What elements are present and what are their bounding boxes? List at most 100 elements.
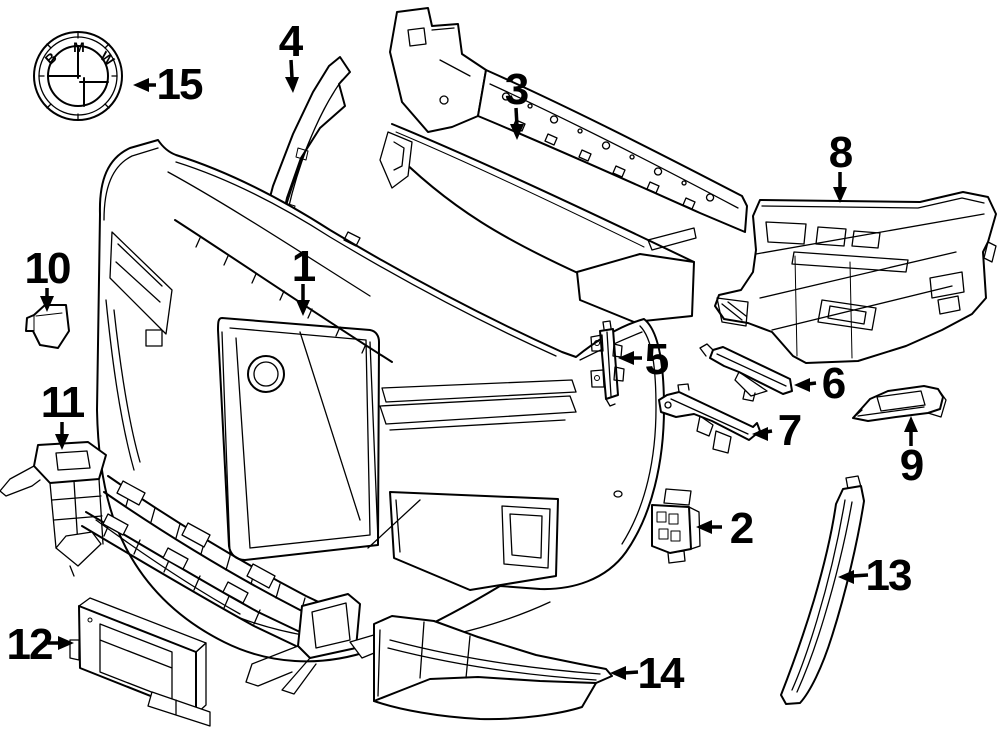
part-1-bumper-cover <box>95 139 665 663</box>
part-8-outline <box>714 191 997 364</box>
callout-7-number[interactable]: 7 <box>778 406 803 455</box>
callout-8-number[interactable]: 8 <box>829 128 855 177</box>
part-5-hole-top <box>594 340 600 346</box>
part-3-left-tab <box>389 7 487 133</box>
callout-2-number[interactable]: 2 <box>730 504 755 553</box>
callout-3-arrow <box>514 107 519 127</box>
part-12-left-tab <box>69 639 80 661</box>
part-8-struts <box>794 255 853 359</box>
callout-6-number[interactable]: 6 <box>822 359 847 408</box>
callout-4[interactable]: 4 <box>279 17 306 93</box>
callout-11-number[interactable]: 11 <box>41 378 87 427</box>
part-1-left-face <box>105 231 173 471</box>
part-13-channel-lines <box>791 499 853 693</box>
part-3-lower-rail-inner <box>395 131 645 248</box>
part-12-hole <box>87 617 93 623</box>
part-2-bottom-tab <box>667 550 686 564</box>
part-2-top-tab <box>663 488 692 506</box>
emblem-outer-ring <box>33 31 123 121</box>
callout-6[interactable]: 6 <box>794 359 847 408</box>
part-5-details <box>590 320 625 407</box>
callout-5-number[interactable]: 5 <box>645 335 671 384</box>
callout-13-arrowhead <box>838 570 854 584</box>
part-1-sensor-ring-inner <box>253 361 279 387</box>
callout-3-arrowhead <box>510 124 524 140</box>
part-13-trim-strip <box>780 475 865 705</box>
emblem-letter-m: M <box>73 39 85 55</box>
part-2-side-face <box>688 506 701 550</box>
callout-8[interactable]: 8 <box>829 128 855 203</box>
part-11-side-bracket <box>0 441 107 577</box>
callout-12-number[interactable]: 12 <box>7 620 54 669</box>
callout-5[interactable]: 5 <box>618 335 671 384</box>
part-2-mounting-bracket <box>651 488 701 564</box>
part-1-wing-hole <box>613 490 623 498</box>
part-10-tow-cover <box>25 304 70 349</box>
part-2-slots <box>656 511 681 542</box>
part-1-inner-edge <box>174 219 393 363</box>
part-9-details <box>852 388 947 419</box>
part-8-bumper-carrier <box>714 191 997 364</box>
callout-11[interactable]: 11 <box>41 378 87 450</box>
callout-13[interactable]: 13 <box>838 551 913 600</box>
part-14-lower-spoiler <box>373 615 613 721</box>
callout-12-arrowhead <box>58 636 74 650</box>
callout-3[interactable]: 3 <box>505 65 530 140</box>
callout-4-number[interactable]: 4 <box>279 17 306 66</box>
callout-1[interactable]: 1 <box>292 242 318 316</box>
part-3-band-inner-line <box>489 83 739 209</box>
emblem-ring-notches <box>38 32 118 120</box>
callout-13-number[interactable]: 13 <box>866 551 913 600</box>
callout-15-number[interactable]: 15 <box>157 60 205 109</box>
part-8-windows <box>765 221 881 249</box>
callout-15-arrowhead <box>133 78 149 92</box>
callout-10[interactable]: 10 <box>25 244 72 312</box>
part-3-band-holes <box>501 92 715 210</box>
part-3-lower-rail <box>387 123 695 275</box>
part-1-kidney-inner <box>221 327 379 556</box>
part-12-side-face <box>195 642 207 715</box>
part-6-details <box>699 343 787 402</box>
callout-14[interactable]: 14 <box>610 649 687 698</box>
callout-10-arrowhead <box>40 296 54 312</box>
part-7-details <box>670 383 749 454</box>
callout-2-arrowhead <box>696 520 712 534</box>
part-15-bmw-emblem: B M W <box>33 31 123 121</box>
part-11-body <box>49 478 104 549</box>
part-1-lower-window <box>389 491 559 591</box>
part-7-hole <box>664 401 672 409</box>
callout-10-number[interactable]: 10 <box>25 244 72 293</box>
callout-15[interactable]: 15 <box>133 60 205 109</box>
impact-bracket-hoop <box>297 593 361 659</box>
part-9-body <box>852 385 944 422</box>
part-1-topband-lines <box>103 147 557 357</box>
callout-7[interactable]: 7 <box>752 406 803 455</box>
callout-11-arrowhead <box>55 434 69 450</box>
callout-1-arrowhead <box>296 300 310 316</box>
callout-14-arrow <box>623 670 639 675</box>
callout-1-number[interactable]: 1 <box>292 242 318 291</box>
callout-12[interactable]: 12 <box>7 620 74 669</box>
part-3-rail-end-plate <box>576 253 695 323</box>
impact-bracket-legs <box>245 645 317 695</box>
part-11-top-box <box>33 441 107 484</box>
part-11-foot <box>55 531 102 577</box>
part-1-sensor-ring-outer <box>247 355 285 393</box>
callout-14-number[interactable]: 14 <box>638 649 687 698</box>
callout-9-number[interactable]: 9 <box>900 441 925 490</box>
part-6-body <box>709 346 793 395</box>
callout-6-arrowhead <box>794 378 810 392</box>
part-8-left-foot <box>716 297 749 327</box>
part-14-ridges <box>377 621 601 697</box>
part-10-details <box>33 312 63 332</box>
callout-3-number[interactable]: 3 <box>505 65 530 114</box>
callout-9[interactable]: 9 <box>900 416 925 490</box>
part-3-left-bracket <box>379 131 413 189</box>
part-3-upper-carrier <box>379 7 748 323</box>
part-14-outline <box>373 615 613 702</box>
part-3-rail-end-strip <box>647 227 697 251</box>
callout-2[interactable]: 2 <box>696 504 755 553</box>
part-14-lower-lip <box>373 682 597 721</box>
callout-5-arrowhead <box>618 351 634 365</box>
